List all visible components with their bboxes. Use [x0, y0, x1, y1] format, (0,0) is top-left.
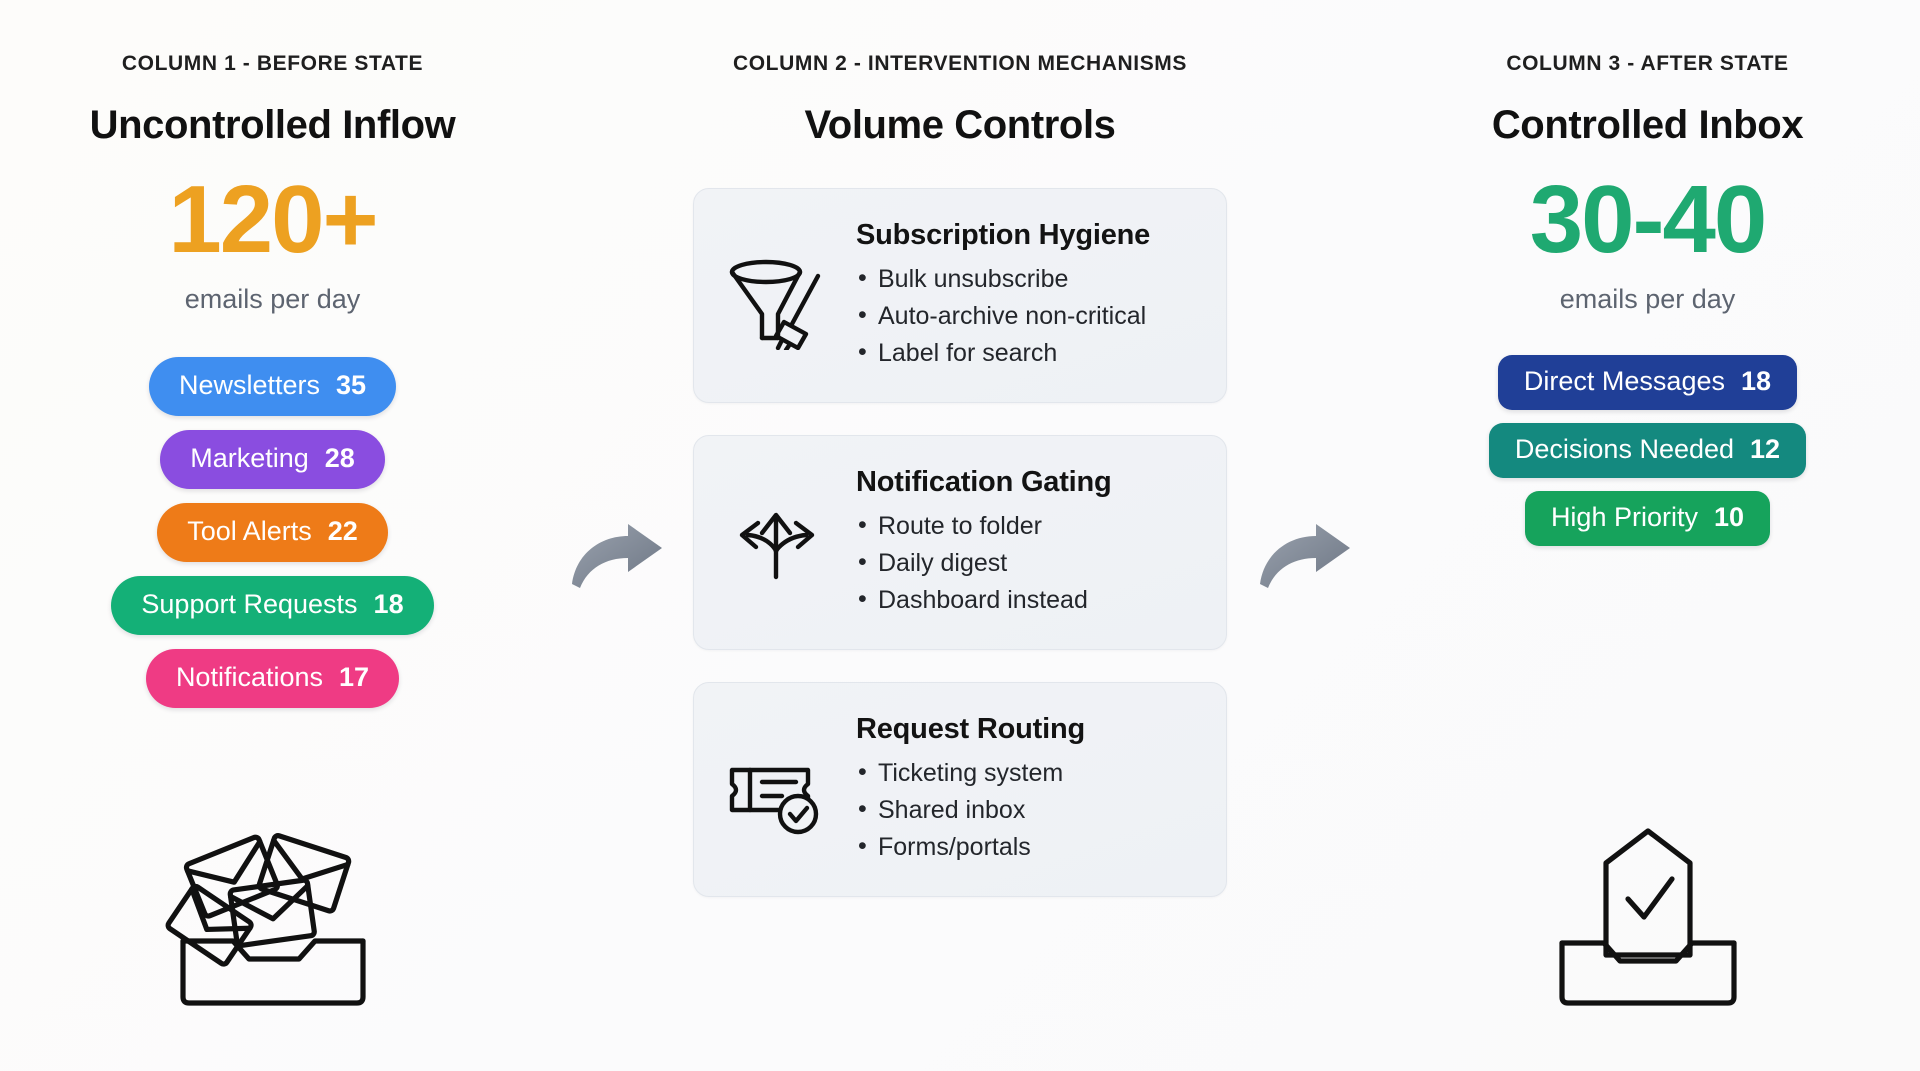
flow-arrow-1-container — [556, 0, 676, 600]
card-bullet-list: Ticketing system Shared inbox Forms/port… — [856, 754, 1196, 866]
column-3-title: Controlled Inbox — [1491, 103, 1804, 147]
card-body: Request Routing Ticketing system Shared … — [856, 713, 1196, 866]
pill-count: 17 — [339, 662, 370, 692]
pill-count: 28 — [324, 443, 355, 473]
column-before-state: COLUMN 1 - BEFORE STATE Uncontrolled Inf… — [0, 0, 545, 1071]
card-bullet: Label for search — [856, 334, 1196, 372]
pill-label: Tool Alerts — [187, 516, 312, 546]
card-notification-gating[interactable]: Notification Gating Route to folder Dail… — [693, 435, 1227, 650]
pill-label: High Priority — [1550, 502, 1698, 532]
before-category-pill-stack: Newsletters 35 Marketing 28 Tool Alerts … — [111, 357, 434, 708]
column-intervention-mechanisms: COLUMN 2 - INTERVENTION MECHANISMS Volum… — [688, 0, 1233, 897]
pill-support-requests[interactable]: Support Requests 18 — [111, 576, 434, 635]
after-metric-value: 30-40 — [1529, 166, 1768, 273]
ticket-check-icon — [720, 734, 832, 846]
pill-count: 22 — [327, 516, 358, 546]
card-title: Subscription Hygiene — [856, 219, 1151, 251]
pill-decisions-needed[interactable]: Decisions Needed 12 — [1488, 423, 1807, 478]
card-body: Subscription Hygiene Bulk unsubscribe Au… — [856, 219, 1196, 372]
pill-label: Notifications — [175, 662, 324, 692]
card-bullet-list: Bulk unsubscribe Auto-archive non-critic… — [856, 260, 1196, 372]
before-metric-value: 120+ — [168, 166, 378, 273]
pill-label: Direct Messages — [1523, 366, 1725, 396]
card-title: Notification Gating — [856, 466, 1112, 498]
pill-count: 35 — [336, 370, 367, 400]
pill-label: Newsletters — [178, 370, 320, 400]
pill-newsletters[interactable]: Newsletters 35 — [148, 357, 397, 416]
card-bullet: Route to folder — [856, 507, 1196, 545]
pill-high-priority[interactable]: High Priority 10 — [1524, 491, 1771, 546]
card-bullet: Ticketing system — [856, 754, 1196, 792]
pill-count: 18 — [373, 589, 404, 619]
inbox-tray-check-icon — [1538, 815, 1758, 1071]
column-after-state: COLUMN 3 - AFTER STATE Controlled Inbox … — [1375, 0, 1920, 1071]
pill-direct-messages[interactable]: Direct Messages 18 — [1497, 355, 1798, 410]
card-bullet: Auto-archive non-critical — [856, 297, 1196, 335]
card-bullet: Bulk unsubscribe — [856, 260, 1196, 298]
after-category-pill-stack: Direct Messages 18 Decisions Needed 12 H… — [1488, 355, 1807, 546]
pill-notifications[interactable]: Notifications 17 — [145, 649, 400, 708]
pill-marketing[interactable]: Marketing 28 — [160, 430, 385, 489]
card-bullet-list: Route to folder Daily digest Dashboard i… — [856, 507, 1196, 619]
flow-arrow-1 — [572, 524, 663, 588]
mechanism-card-stack: Subscription Hygiene Bulk unsubscribe Au… — [688, 188, 1233, 897]
card-bullet: Dashboard instead — [856, 581, 1196, 619]
column-1-eyebrow: COLUMN 1 - BEFORE STATE — [121, 52, 424, 75]
funnel-broom-icon — [720, 240, 832, 352]
pill-label: Support Requests — [141, 589, 358, 619]
column-1-title: Uncontrolled Inflow — [89, 103, 456, 147]
card-request-routing[interactable]: Request Routing Ticketing system Shared … — [693, 682, 1227, 897]
card-title: Request Routing — [856, 713, 1085, 745]
card-bullet: Forms/portals — [856, 828, 1196, 866]
branching-arrows-icon — [720, 487, 832, 599]
overflowing-mail-pile-icon — [153, 815, 393, 1071]
pill-count: 18 — [1741, 366, 1772, 396]
flow-arrow-2 — [1259, 524, 1350, 588]
pill-count: 10 — [1713, 502, 1745, 532]
flow-arrow-2-container — [1244, 0, 1364, 600]
pill-count: 12 — [1750, 434, 1781, 464]
before-metric-sublabel: emails per day — [184, 284, 361, 314]
column-2-eyebrow: COLUMN 2 - INTERVENTION MECHANISMS — [732, 52, 1188, 75]
column-3-eyebrow: COLUMN 3 - AFTER STATE — [1506, 52, 1789, 75]
card-body: Notification Gating Route to folder Dail… — [856, 466, 1196, 619]
card-bullet: Daily digest — [856, 544, 1196, 582]
pill-label: Marketing — [190, 443, 309, 473]
pill-tool-alerts[interactable]: Tool Alerts 22 — [157, 503, 388, 562]
column-2-title: Volume Controls — [804, 103, 1116, 147]
card-bullet: Shared inbox — [856, 791, 1196, 829]
pill-label: Decisions Needed — [1514, 434, 1735, 464]
card-subscription-hygiene[interactable]: Subscription Hygiene Bulk unsubscribe Au… — [693, 188, 1227, 403]
after-metric-sublabel: emails per day — [1559, 284, 1736, 314]
